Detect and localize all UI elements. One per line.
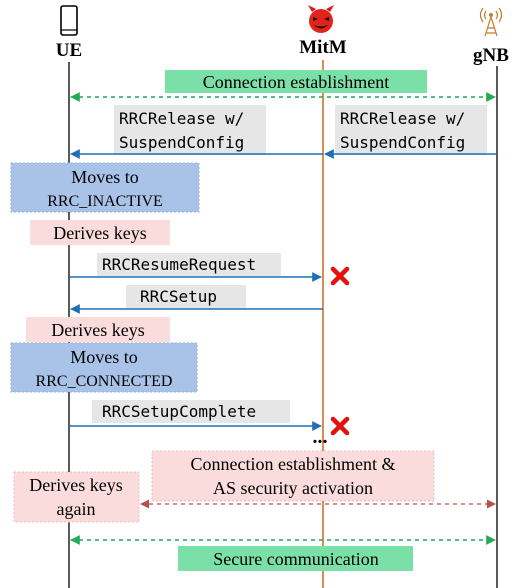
ue-label: UE	[56, 40, 82, 61]
rrc-inactive-line1: Moves to	[71, 167, 139, 187]
rrc-resume-request-label: RRCResumeRequest	[102, 255, 256, 274]
as-security-line2: AS security activation	[213, 478, 373, 498]
rrc-inactive-line2: RRC_INACTIVE	[47, 193, 163, 210]
mitm-label: MitM	[299, 37, 347, 58]
as-security-line1: Connection establishment &	[191, 454, 396, 474]
as-security-box	[151, 450, 435, 502]
secure-communication-box	[178, 546, 413, 571]
rrc-setup-box	[126, 285, 246, 308]
rrc-release-right-line1: RRCRelease w/	[340, 109, 465, 128]
rrc-release-right-box	[335, 105, 487, 155]
rrc-release-left-line2: SuspendConfig	[119, 133, 244, 152]
rrc-resume-request-box	[97, 253, 281, 276]
gnb-label: gNB	[473, 45, 509, 66]
rrc-connected-line2: RRC_CONNECTED	[36, 373, 173, 390]
drop-x-icon-2	[330, 416, 350, 436]
devil-icon	[308, 5, 334, 33]
rrc-setup-complete-label: RRCSetupComplete	[102, 402, 256, 421]
derives-keys-again-box	[13, 471, 140, 523]
rrc-connected-line1: Moves to	[70, 347, 138, 367]
phone-icon	[60, 5, 78, 36]
derives-keys-label-1: Derives keys	[53, 223, 146, 243]
derives-keys-label-2: Derives keys	[51, 320, 144, 340]
derives-keys-again-line1: Derives keys	[29, 475, 122, 495]
rrc-setup-complete-box	[92, 400, 290, 423]
connection-establishment-label: Connection establishment	[203, 72, 389, 92]
rrc-connected-state-box	[10, 342, 198, 393]
derives-keys-again-line2: again	[57, 499, 96, 519]
rrc-release-right-line2: SuspendConfig	[340, 133, 465, 152]
rrc-setup-label: RRCSetup	[140, 287, 217, 306]
derives-keys-box-2	[26, 317, 170, 342]
ellipsis-label: ...	[313, 426, 328, 448]
rrc-release-left-box	[114, 105, 266, 155]
drop-x-icon-1	[330, 266, 350, 286]
antenna-tower-icon	[479, 7, 503, 37]
rrc-release-left-line1: RRCRelease w/	[119, 109, 244, 128]
connection-establishment-box	[165, 70, 427, 93]
rrc-inactive-state-box	[10, 162, 200, 213]
secure-communication-label: Secure communication	[213, 549, 378, 569]
derives-keys-box-1	[30, 220, 170, 245]
